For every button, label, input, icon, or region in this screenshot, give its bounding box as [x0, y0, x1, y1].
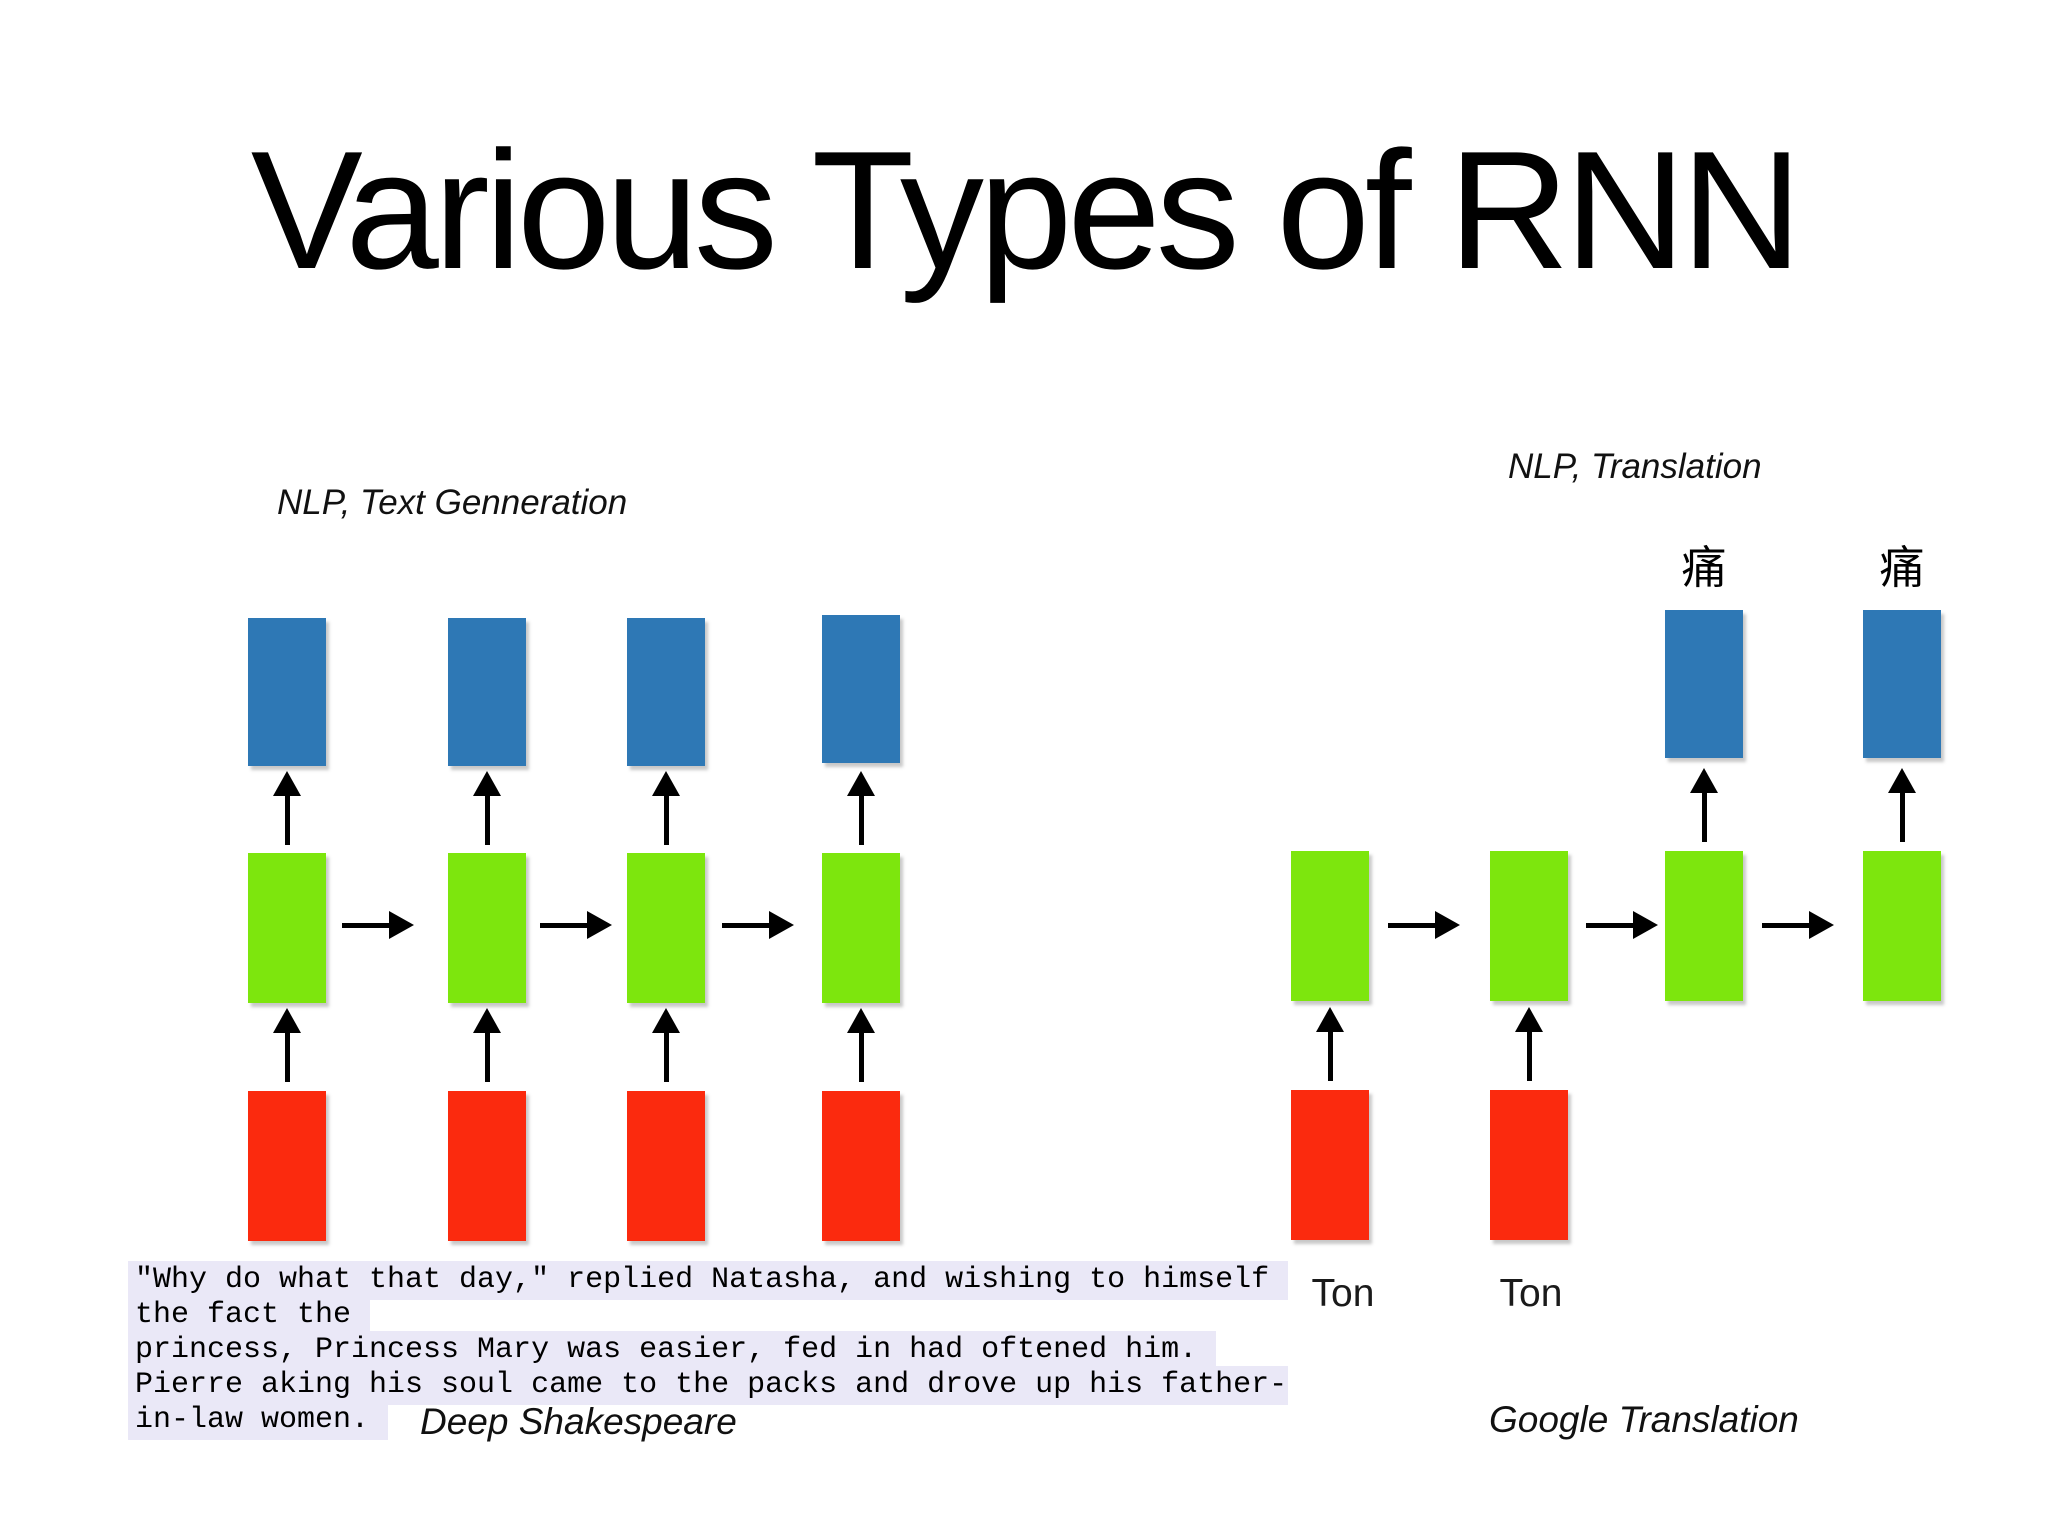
arrow-up-icon: [1515, 1007, 1543, 1081]
right-diagram-label: NLP, Translation: [1508, 447, 1762, 486]
arrow-up-icon: [273, 1008, 301, 1082]
output-box: [448, 618, 526, 766]
hidden-box: [248, 853, 326, 1003]
arrow-up-icon: [473, 771, 501, 845]
arrow-right-icon: [722, 911, 794, 939]
output-box: [1863, 610, 1941, 758]
input-box: [822, 1091, 900, 1241]
arrow-up-icon: [1316, 1007, 1344, 1081]
hidden-box: [822, 853, 900, 1003]
generated-text-line: princess, Princess Mary was easier, fed …: [128, 1331, 1217, 1370]
hidden-box: [1863, 851, 1941, 1001]
arrow-up-icon: [1888, 768, 1916, 842]
arrow-right-icon: [342, 911, 414, 939]
arrow-right-icon: [540, 911, 612, 939]
output-box: [248, 618, 326, 766]
arrow-up-icon: [847, 771, 875, 845]
output-box: [822, 615, 900, 763]
hidden-box: [1291, 851, 1369, 1001]
arrow-right-icon: [1762, 911, 1834, 939]
hidden-box: [627, 853, 705, 1003]
input-box: [1490, 1090, 1568, 1240]
arrow-up-icon: [652, 771, 680, 845]
input-token-label: Ton: [1499, 1272, 1563, 1315]
arrow-right-icon: [1586, 911, 1658, 939]
input-box: [627, 1091, 705, 1241]
arrow-up-icon: [273, 771, 301, 845]
arrow-up-icon: [473, 1008, 501, 1082]
arrow-up-icon: [847, 1008, 875, 1082]
input-box: [448, 1091, 526, 1241]
generated-text-line: in-law women.: [128, 1401, 389, 1440]
generated-text-line: Pierre aking his soul came to the packs …: [128, 1366, 1289, 1405]
output-box: [1665, 610, 1743, 758]
output-box: [627, 618, 705, 766]
output-token-label: 痛: [1681, 542, 1727, 593]
left-diagram-label: NLP, Text Genneration: [277, 483, 628, 522]
input-token-label: Ton: [1311, 1272, 1375, 1315]
arrow-up-icon: [1690, 768, 1718, 842]
arrow-up-icon: [652, 1008, 680, 1082]
hidden-box: [1665, 851, 1743, 1001]
input-box: [1291, 1090, 1369, 1240]
left-diagram-caption: Deep Shakespeare: [420, 1401, 737, 1442]
input-box: [248, 1091, 326, 1241]
right-diagram-caption: Google Translation: [1489, 1399, 1799, 1440]
slide-title: Various Types of RNN: [250, 116, 1802, 304]
hidden-box: [448, 853, 526, 1003]
arrow-right-icon: [1388, 911, 1460, 939]
hidden-box: [1490, 851, 1568, 1001]
generated-text-line: "Why do what that day," replied Natasha,…: [128, 1261, 1289, 1300]
output-token-label: 痛: [1879, 542, 1925, 593]
generated-text-line: the fact the: [128, 1296, 371, 1335]
